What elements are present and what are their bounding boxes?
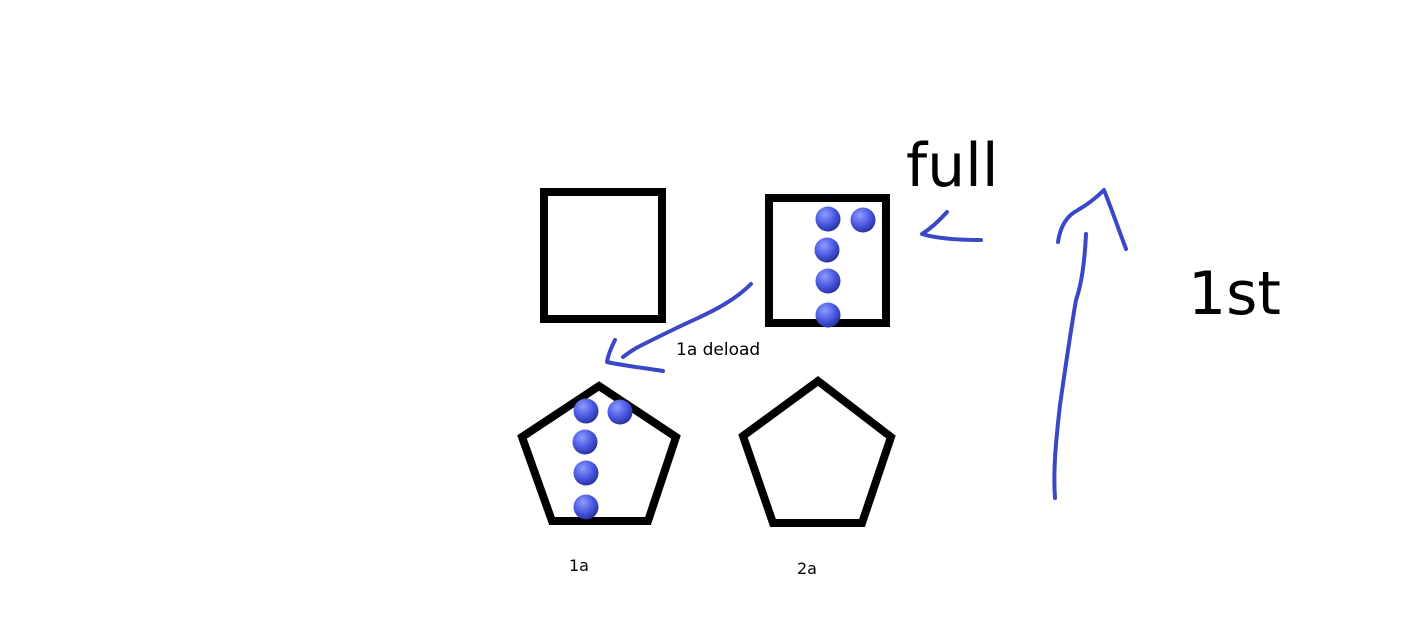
- ball: [607, 399, 633, 425]
- ball: [572, 429, 598, 455]
- deload-arrow-head: [605, 338, 665, 373]
- ball: [573, 494, 599, 520]
- label-deload: 1a deload: [676, 340, 761, 360]
- left-arrow-full: [920, 210, 983, 242]
- up-arrow-head: [1056, 188, 1128, 251]
- up-arrow-shaft: [1052, 232, 1088, 500]
- ball: [815, 302, 841, 328]
- ball: [850, 207, 876, 233]
- label-2a: 2a: [797, 559, 817, 578]
- label-first: 1st: [1188, 259, 1281, 329]
- ball-group-square: [814, 206, 876, 328]
- ball: [814, 237, 840, 263]
- label-full: full: [906, 131, 999, 201]
- ball: [815, 268, 841, 294]
- ball: [573, 398, 599, 424]
- empty-square-top-left: [540, 188, 666, 323]
- empty-pentagon-bottom-right: [738, 376, 896, 527]
- ball: [573, 460, 599, 486]
- full-pentagon-bottom-left: [517, 381, 681, 525]
- deload-arrow: [621, 282, 753, 359]
- ball-group-pentagon: [572, 398, 633, 520]
- label-1a: 1a: [569, 556, 589, 575]
- ball: [815, 206, 841, 232]
